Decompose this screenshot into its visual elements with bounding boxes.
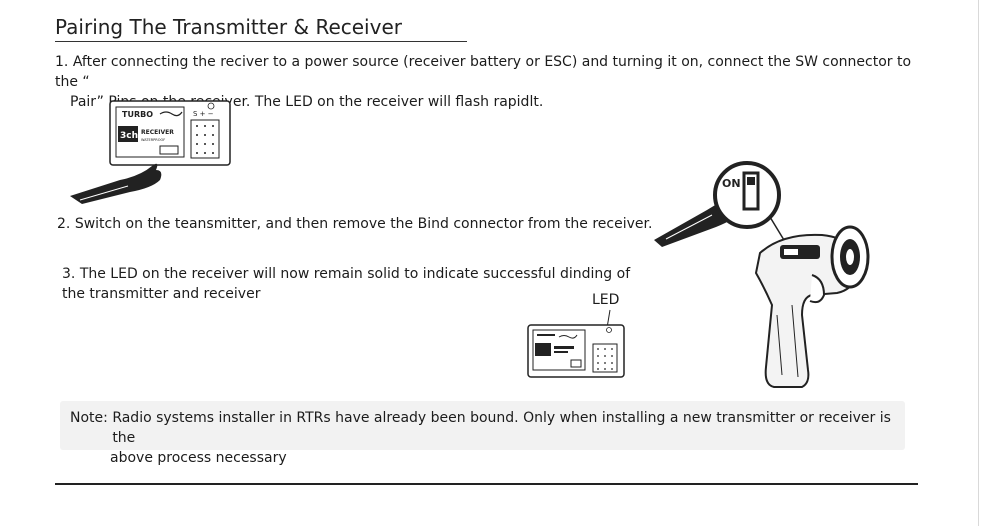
receiver-solid-led-illustration [527,309,625,378]
step-3-number: 3. [62,266,76,282]
page-right-border [978,0,979,526]
receiver-waterproof-text: WATERPROOF [141,138,165,142]
receiver-pin-header: S + − [193,110,214,118]
step-3-line-2: the transmitter and receiver [62,286,261,302]
led-label: LED [592,292,620,308]
bottom-divider [55,483,918,485]
receiver-model-text: 3ch [120,131,138,141]
note-text-line-1: Radio systems installer in RTRs have alr… [112,410,891,446]
note-box: Note: Radio systems installer in RTRs ha… [60,401,905,466]
note-line-1: Note: Radio systems installer in RTRs ha… [70,408,895,448]
transmitter-switch-label: ON [722,177,741,190]
receiver-brand-text: TURBO [122,110,153,119]
transmitter-illustration: ON [654,161,870,388]
step-2-text: Switch on the teansmitter, and then remo… [74,216,653,232]
step-1-number: 1. [55,54,69,70]
step-1-line-1: 1. After connecting the reciver to a pow… [55,52,930,92]
step-3-line-1: 3. The LED on the receiver will now rema… [62,264,642,284]
receiver-name-text: RECEIVER [141,129,174,136]
note-text-line-2: above process necessary [110,450,287,466]
step-2-number: 2. [57,216,71,232]
note-label: Note: [70,410,108,426]
section-title: Pairing The Transmitter & Receiver [55,13,467,42]
step-3: 3. The LED on the receiver will now rema… [62,264,642,304]
step-3-text: The LED on the receiver will now remain … [79,266,631,282]
receiver-pairing-illustration: TURBO 3ch RECEIVER WATERPROOF S + − [70,100,231,204]
step-1-text: After connecting the reciver to a power … [55,54,912,90]
step-2: 2. Switch on the teansmitter, and then r… [57,214,652,234]
